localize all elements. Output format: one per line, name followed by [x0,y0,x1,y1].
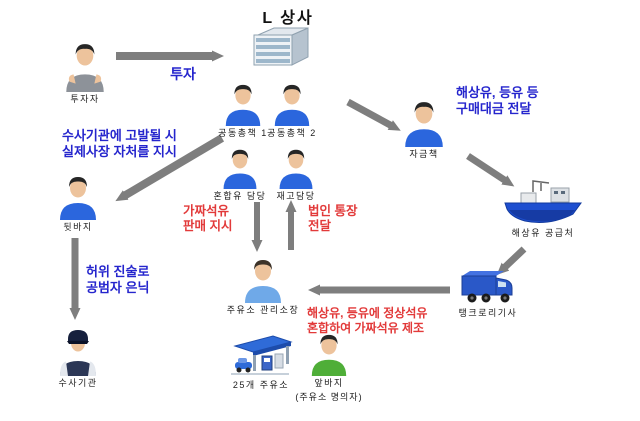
node-investigation-agency: 수사기관 [42,326,114,389]
arrow-boss2-to-financier [346,98,401,131]
note-sell-fake-oil-order: 가짜석유 판매 지시 [183,204,233,234]
person-icon [225,84,261,126]
node-company [245,25,317,67]
person-icon [60,177,96,220]
person-icon [279,149,313,189]
police-officer-icon [60,330,96,376]
note-fake-oil-manufacture: 해상유, 등유에 정상석유 혼합하여 가짜석유 제조 [307,306,428,335]
node-label: 공동총책 2 [267,128,317,138]
node-investor: 투자자 [48,40,122,105]
node-label: 주유소 관리소장 [226,305,300,315]
node-label: 해상유 공급처 [511,228,575,238]
node-financier: 자금책 [388,99,460,160]
node-label: 탱크로리기사 [458,308,518,318]
arrow-boss1-to-rear-figurehead [115,134,225,202]
truck-icon [461,271,513,303]
node-label: 뒷바지 [63,222,93,232]
node-tank-lorry-driver: 탱크로리기사 [455,268,521,319]
node-label: 재고담당 [276,191,316,201]
node-sublabel: (주유소 명의자) [295,391,363,402]
person-icon [405,102,443,147]
node-label: 앞바지 [314,378,344,388]
note-corporate-bankbook: 법인 통장 전달 [308,204,358,234]
building-icon [253,27,309,66]
person-icon [245,260,281,303]
note-claim-real-ceo: 수사기관에 고발될 시 실제사장 자처를 지시 [62,128,177,159]
arrow-financier-to-ship [466,153,515,187]
node-inventory-manager: 재고담당 [258,147,334,202]
node-label: 공동총책 1 [218,128,268,138]
node-label: 25개 주유소 [232,380,290,390]
person-icon [223,149,257,189]
person-icon [311,334,347,376]
node-rear-figurehead: 뒷바지 [42,174,114,233]
person-icon [274,84,310,126]
node-gas-stations: 25개 주유소 [226,334,296,391]
node-mixing-oil-manager: 혼합유 담당 [202,147,278,202]
ship-icon [504,180,582,223]
node-label: 투자자 [70,94,100,104]
node-label: 수사기관 [58,378,98,388]
node-joint-chief-2: 공동총책 2 [254,82,330,139]
node-joint-chief-1: 공동총책 1 [205,82,281,139]
note-investment: 투자 [170,66,196,82]
node-front-figurehead: 앞바지 (주유소 명의자) [292,332,366,403]
node-marine-oil-supplier: 해상유 공급처 [500,178,586,239]
node-label: 자금책 [409,149,439,159]
node-label: 혼합유 담당 [213,191,267,201]
note-hide-accomplices: 허위 진술로 공범자 은닉 [86,264,150,295]
node-gas-station-manager: 주유소 관리소장 [222,257,304,316]
gas-station-icon [231,335,293,375]
company-title: L 상사 [262,10,314,27]
note-purchase-money: 해상유, 등유 등 구매대금 전달 [456,85,539,116]
person-icon [66,44,104,92]
arrow-ship-to-truck [496,246,527,275]
